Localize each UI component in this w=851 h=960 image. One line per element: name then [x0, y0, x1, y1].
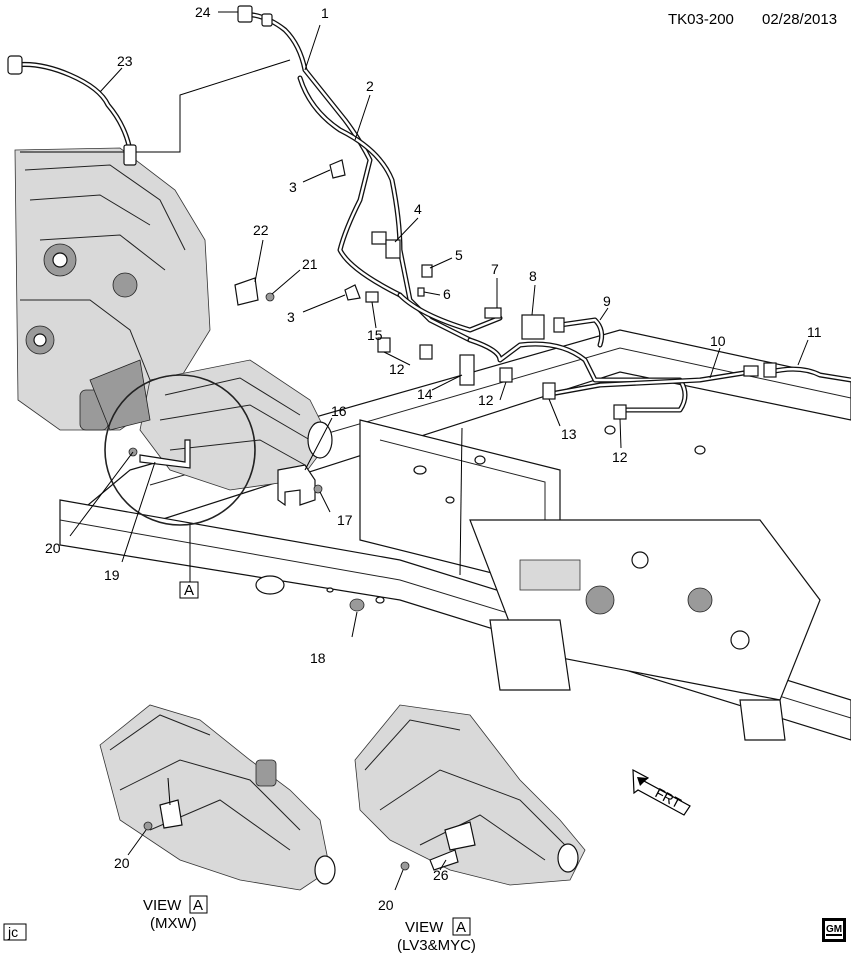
callout-21: 21: [302, 256, 318, 272]
view-mxw-variant: (MXW): [150, 915, 197, 932]
corner-tag: jc: [7, 924, 18, 940]
callout-10: 10: [710, 333, 726, 349]
clip-4-a: [371, 231, 387, 245]
front-direction-arrow: [632, 768, 691, 816]
callout-15: 15: [367, 327, 383, 343]
callout-24: 24: [195, 4, 211, 20]
clip-3-upper: [329, 159, 346, 179]
callout-8: 8: [529, 268, 537, 284]
callout-17: 17: [337, 512, 353, 528]
bolt-17: [313, 484, 323, 494]
clip-12-c: [499, 367, 513, 383]
view-marker-box: [179, 581, 199, 599]
clip-12-b: [419, 344, 433, 360]
gm-logo-text: GM: [826, 924, 842, 935]
fitting-10: [743, 365, 759, 377]
view-lv3-word: VIEW: [405, 919, 444, 936]
callout-26: 26: [433, 867, 449, 883]
junction-14: [459, 354, 475, 386]
callout-3-upper: 3: [289, 179, 297, 195]
detail-circle-a: [104, 374, 256, 526]
callout-9: 9: [603, 293, 611, 309]
callout-5: 5: [455, 247, 463, 263]
line-bundle: [237, 5, 851, 413]
bracket-16: [277, 464, 316, 507]
block-8: [521, 314, 545, 340]
callout-13: 13: [561, 426, 577, 442]
callout-4: 4: [414, 201, 422, 217]
view-mxw-box: [189, 895, 208, 914]
connector-7: [484, 307, 502, 319]
diagram-code: TK03-200: [668, 11, 734, 28]
callout-20-main: 20: [45, 540, 61, 556]
callout-12-b: 12: [478, 392, 494, 408]
clip-4-b: [385, 239, 401, 259]
fitting-9: [553, 317, 565, 333]
callout-20-mxw: 20: [114, 855, 130, 871]
callout-7: 7: [491, 261, 499, 277]
diagram-date: 02/28/2013: [762, 11, 837, 28]
callout-11: 11: [807, 324, 822, 340]
nut-21: [265, 292, 275, 302]
bracket-22: [234, 277, 259, 306]
clip-6: [417, 287, 425, 297]
callout-3-lower: 3: [287, 309, 295, 325]
view-a-lv3-transmission: [354, 704, 586, 891]
view-mxw-marker: A: [193, 897, 203, 914]
callout-20-lv3: 20: [378, 897, 394, 913]
gm-logo: GM: [822, 918, 846, 942]
callout-12-a: 12: [389, 361, 405, 377]
leader-lines: [69, 11, 809, 638]
callout-23: 23: [117, 53, 133, 69]
clip-12-d: [613, 404, 627, 420]
view-lv3-marker: A: [456, 919, 466, 936]
view-lv3-box: [452, 917, 471, 936]
clips: [329, 159, 777, 420]
callout-18: 18: [310, 650, 326, 666]
callout-19: 19: [104, 567, 120, 583]
clip-13: [542, 382, 556, 400]
clip-3-lower: [344, 284, 361, 301]
view-marker-label: A: [184, 582, 194, 599]
corner-tag-box: [3, 923, 27, 941]
callout-1: 1: [321, 5, 329, 21]
hose-23: [7, 55, 137, 166]
engine-illustration: [14, 59, 291, 431]
fitting-11: [763, 362, 777, 378]
callout-16: 16: [331, 403, 347, 419]
view-lv3-variant: (LV3&MYC): [397, 937, 476, 954]
callout-14: 14: [417, 386, 433, 402]
bracket-19: [139, 439, 191, 469]
callout-22: 22: [253, 222, 269, 238]
callout-2: 2: [366, 78, 374, 94]
clip-15: [365, 291, 379, 303]
view-mxw-word: VIEW: [143, 897, 182, 914]
callout-6: 6: [443, 286, 451, 302]
callout-12-c: 12: [612, 449, 628, 465]
clip-5: [421, 264, 433, 278]
view-a-mxw-transmission: [99, 704, 336, 891]
